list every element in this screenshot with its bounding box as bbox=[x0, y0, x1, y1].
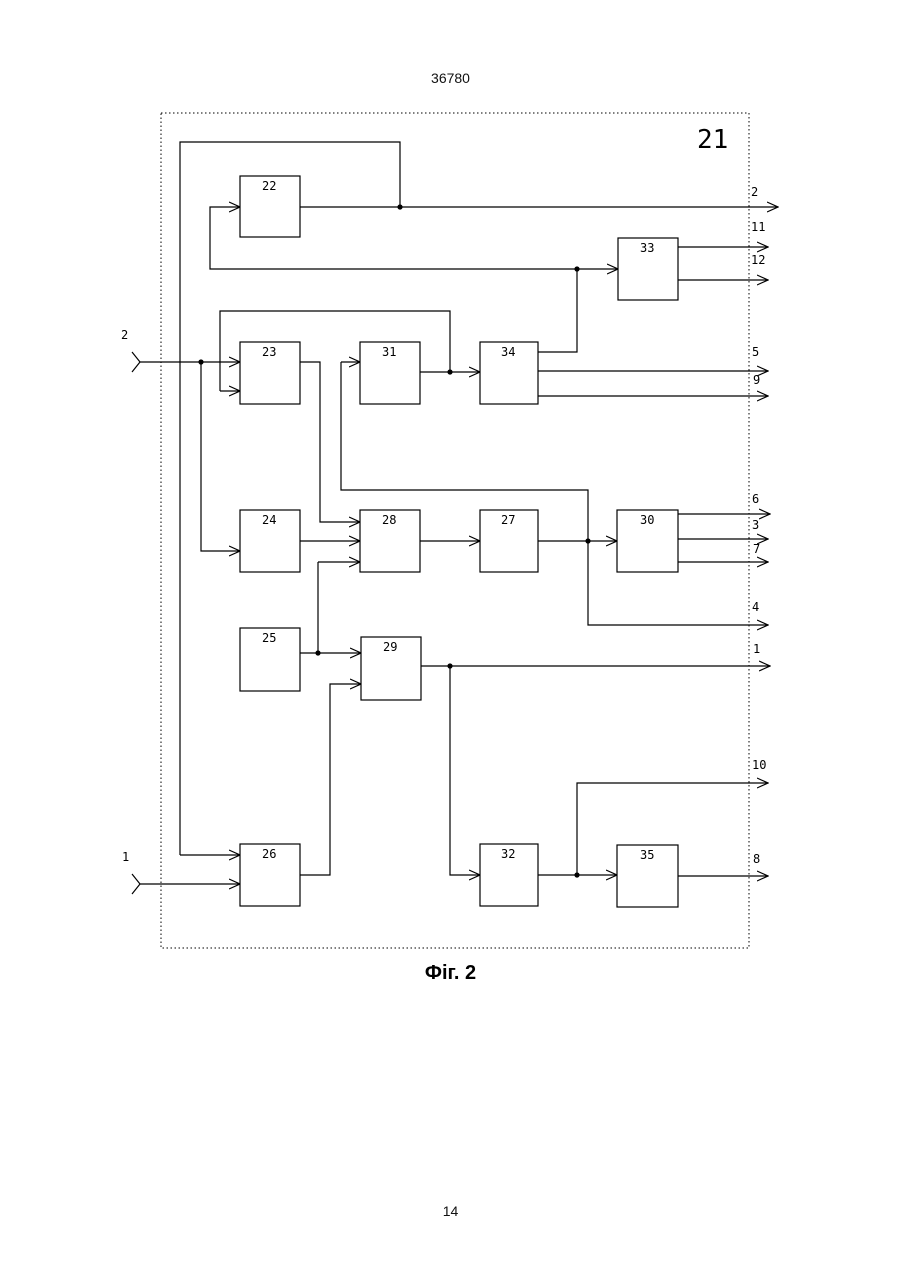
input-2-label: 2 bbox=[121, 328, 128, 342]
block-24-label: 24 bbox=[262, 513, 276, 527]
block-30-label: 30 bbox=[640, 513, 654, 527]
block-31: 31 bbox=[360, 342, 420, 404]
block-28: 28 bbox=[360, 510, 420, 572]
block-23: 23 bbox=[240, 342, 300, 404]
block-27: 27 bbox=[480, 510, 538, 572]
page-number: 14 bbox=[0, 1203, 901, 1219]
block-26: 26 bbox=[240, 844, 300, 906]
block-25: 25 bbox=[240, 628, 300, 691]
output-10-label: 10 bbox=[752, 758, 766, 772]
block-34-label: 34 bbox=[501, 345, 515, 359]
output-8-label: 8 bbox=[753, 852, 760, 866]
block-22: 22 bbox=[240, 176, 300, 237]
unit-label: 21 bbox=[697, 125, 728, 155]
output-9-label: 9 bbox=[753, 373, 760, 387]
input-1-label: 1 bbox=[122, 850, 129, 864]
block-23-label: 23 bbox=[262, 345, 276, 359]
block-32: 32 bbox=[480, 844, 538, 906]
output-11-label: 11 bbox=[751, 220, 765, 234]
block-25-label: 25 bbox=[262, 631, 276, 645]
output-4-label: 4 bbox=[752, 600, 759, 614]
block-27-label: 27 bbox=[501, 513, 515, 527]
figure-caption: Фіг. 2 bbox=[0, 962, 901, 985]
block-22-label: 22 bbox=[262, 179, 276, 193]
block-33-label: 33 bbox=[640, 241, 654, 255]
output-3-label: 3 bbox=[752, 518, 759, 532]
block-29: 29 bbox=[361, 637, 421, 700]
block-24: 24 bbox=[240, 510, 300, 572]
output-5-label: 5 bbox=[752, 345, 759, 359]
output-2-label: 2 bbox=[751, 185, 758, 199]
output-1-label: 1 bbox=[753, 642, 760, 656]
block-28-label: 28 bbox=[382, 513, 396, 527]
block-30: 30 bbox=[617, 510, 678, 572]
connections bbox=[132, 142, 778, 894]
output-6-label: 6 bbox=[752, 492, 759, 506]
block-33: 33 bbox=[618, 238, 678, 300]
block-26-label: 26 bbox=[262, 847, 276, 861]
output-7-label: 7 bbox=[753, 542, 760, 556]
block-35-label: 35 bbox=[640, 848, 654, 862]
block-32-label: 32 bbox=[501, 847, 515, 861]
output-12-label: 12 bbox=[751, 253, 765, 267]
block-31-label: 31 bbox=[382, 345, 396, 359]
block-29-label: 29 bbox=[383, 640, 397, 654]
block-35: 35 bbox=[617, 845, 678, 907]
block-34: 34 bbox=[480, 342, 538, 404]
